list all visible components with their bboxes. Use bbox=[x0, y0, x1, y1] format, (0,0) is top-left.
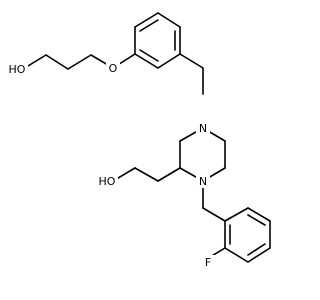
atom-label-o-ether: O bbox=[109, 62, 118, 75]
atom-n-bottom: N bbox=[196, 174, 210, 188]
benzyl-linker-top bbox=[179, 53, 204, 95]
atom-label-fluorine: F bbox=[205, 256, 211, 269]
atom-label-oh-top: HO bbox=[9, 63, 26, 76]
piperazine-ring bbox=[179, 127, 226, 182]
molecule-drawing: O HO N N HO F bbox=[6, 12, 271, 269]
hydroxyethyl-chain bbox=[112, 167, 181, 182]
structure-canvas: O HO N N HO F bbox=[6, 12, 271, 269]
atom-o-ether: O bbox=[106, 61, 120, 75]
atom-label-n-top: N bbox=[199, 122, 207, 135]
atom-oh-side: HO bbox=[96, 174, 118, 188]
atom-fluorine: F bbox=[201, 255, 215, 269]
atom-label-oh-side: HO bbox=[99, 175, 116, 188]
atom-n-top: N bbox=[196, 121, 210, 135]
atom-oh-top: HO bbox=[6, 62, 28, 76]
atom-label-n-bottom: N bbox=[199, 175, 207, 188]
fluorobenzene-ring bbox=[209, 207, 271, 263]
benzene-ring-top bbox=[134, 12, 181, 69]
